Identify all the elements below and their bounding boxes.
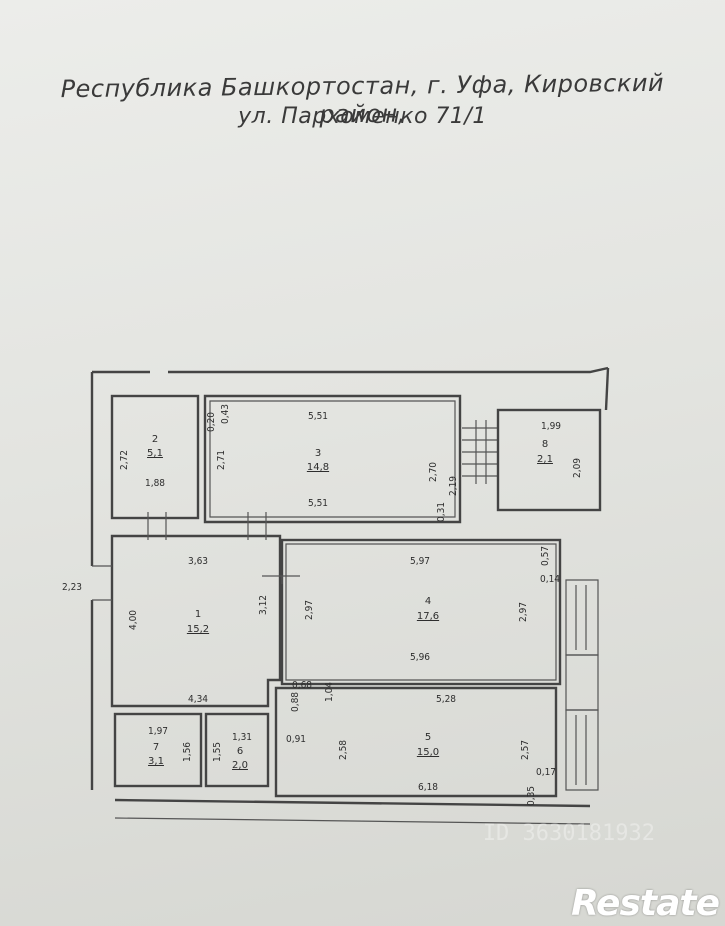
- dim-r4-top: 5,97: [410, 556, 430, 567]
- dim-r3-h: 2,71: [216, 450, 227, 470]
- room-3: [203, 394, 462, 524]
- room-6-num: 6: [237, 746, 243, 757]
- room-4-num: 4: [425, 596, 431, 607]
- dim-r5-c: 0,35: [526, 786, 537, 806]
- dim-r1-h: 4,00: [128, 610, 139, 630]
- dim-r4-h-left: 2,97: [304, 600, 315, 620]
- dim-r6-h: 1,55: [212, 742, 223, 762]
- dim-r5-bottom: 6,18: [418, 782, 438, 793]
- dim-r6-w: 1,31: [232, 732, 252, 743]
- dim-c-c: 1,04: [324, 682, 335, 702]
- dim-r2-w: 1,88: [145, 478, 165, 489]
- room-8-area: 2,1: [537, 454, 553, 465]
- right-windows: [565, 579, 599, 791]
- dim-r1-h2: 3,12: [258, 595, 269, 615]
- room-8-num: 8: [542, 439, 548, 450]
- dim-r4-a: 0,57: [540, 546, 551, 566]
- dim-r1-bottom: 4,34: [188, 694, 208, 705]
- room-7-num: 7: [153, 742, 159, 753]
- dim-r8-w: 1,99: [541, 421, 561, 432]
- dim-r4-b: 0,14: [540, 574, 560, 585]
- dim-r8-h: 2,09: [572, 458, 583, 478]
- room-2-area: 5,1: [147, 448, 163, 459]
- room-5: [274, 686, 558, 798]
- room-3-num: 3: [315, 448, 321, 459]
- room-1: [110, 534, 282, 708]
- dim-r1-top: 3,63: [188, 556, 208, 567]
- dim-r3-d: 2,19: [448, 476, 459, 496]
- dim-r7-h: 1,56: [182, 742, 193, 762]
- address-line-2: ул. Пархоменко 71/1: [238, 104, 487, 129]
- room-3-area: 14,8: [307, 462, 329, 473]
- stair-hatch: [462, 420, 498, 484]
- room-1-area: 15,2: [187, 624, 209, 635]
- dim-r5-a: 0,91: [286, 734, 306, 745]
- dim-r5-b: 0,17: [536, 767, 556, 778]
- room-7: [113, 712, 203, 788]
- room-6: [204, 712, 270, 788]
- dim-r3-bottom: 5,51: [308, 498, 328, 509]
- dim-r5-top: 5,28: [436, 694, 456, 705]
- room-6-area: 2,0: [232, 760, 248, 771]
- restate-logo: Restate: [571, 883, 720, 924]
- room-4: [280, 538, 562, 686]
- room-5-area: 15,0: [417, 747, 439, 758]
- exterior-walls: [90, 366, 610, 825]
- dim-r3-top: 5,51: [308, 411, 328, 422]
- dim-r4-bottom: 5,96: [410, 652, 430, 663]
- dim-r4-h-right: 2,97: [518, 602, 529, 622]
- dim-outside: 2,23: [62, 582, 82, 593]
- dim-c-b: 0,88: [290, 692, 301, 712]
- dim-r3-a: 0,20: [206, 412, 217, 432]
- room-4-area: 17,6: [417, 611, 439, 622]
- room-1-num: 1: [195, 609, 201, 620]
- watermark-id: ID 3630181932: [482, 821, 655, 846]
- dim-r2-h: 2,72: [119, 450, 130, 470]
- dim-r5-h: 2,58: [338, 740, 349, 760]
- dim-r3-e: 0,31: [436, 502, 447, 522]
- room-5-num: 5: [425, 732, 431, 743]
- room-8: [496, 408, 602, 512]
- room-2-num: 2: [152, 434, 158, 445]
- room-2: [110, 394, 200, 520]
- room-7-area: 3,1: [148, 756, 164, 767]
- dim-c-a: 0,68: [292, 680, 312, 691]
- dim-r3-c: 2,70: [428, 462, 439, 482]
- door-marks: [92, 512, 300, 601]
- dim-r3-b: 0,43: [220, 404, 231, 424]
- dim-r5-h2: 2,57: [520, 740, 531, 760]
- dim-r7-w: 1,97: [148, 726, 168, 737]
